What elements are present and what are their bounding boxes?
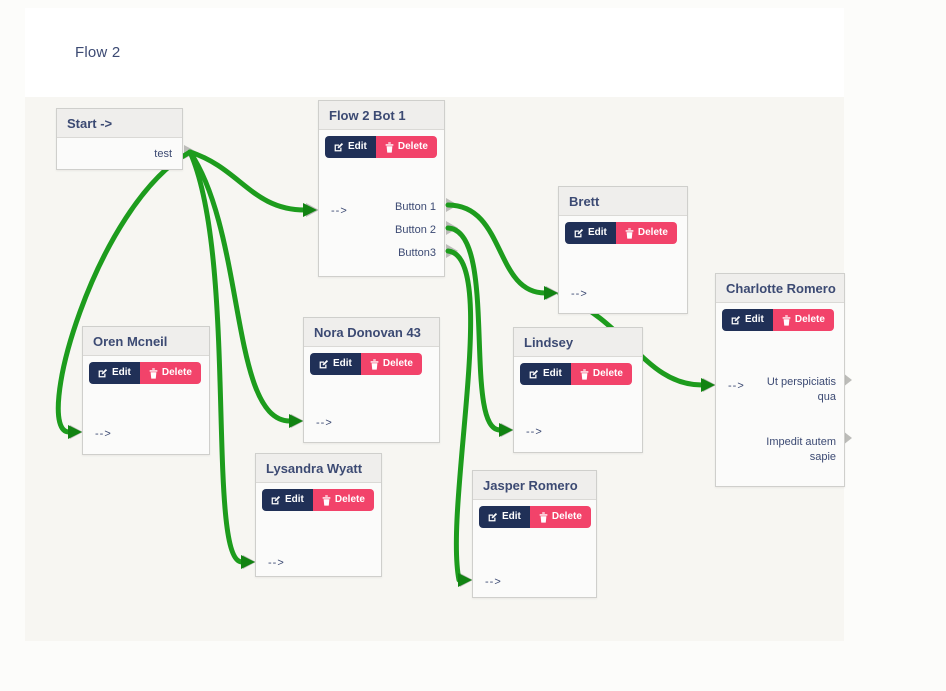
input-label: --> [331,205,348,217]
pencil-icon [98,368,108,378]
node-start[interactable]: Start -> test [56,108,183,170]
trash-icon [370,358,379,370]
node-jasper[interactable]: Jasper Romero Edit Delete --> [472,470,597,598]
trash-icon [782,314,791,326]
node-lysandra[interactable]: Lysandra Wyatt Edit Delete --> [255,453,382,577]
trash-icon [625,227,634,239]
node-jasper-title: Jasper Romero [473,471,596,500]
input-label: --> [571,288,588,300]
node-lindsey-title: Lindsey [514,328,642,357]
edit-button[interactable]: Edit [722,309,773,331]
pencil-icon [334,142,344,152]
node-oren-title: Oren Mcneil [83,327,209,356]
output-label-button1: Button 1 [395,201,436,213]
input-label: --> [728,380,745,392]
pencil-icon [529,369,539,379]
output-label-test: test [154,148,172,160]
edit-button[interactable]: Edit [262,489,313,511]
node-flow2bot1-title: Flow 2 Bot 1 [319,101,444,130]
trash-icon [322,494,331,506]
edit-button[interactable]: Edit [310,353,361,375]
node-nora[interactable]: Nora Donovan 43 Edit Delete --> [303,317,440,443]
delete-button[interactable]: Delete [360,353,422,375]
delete-button[interactable]: Delete [529,506,591,528]
node-nora-title: Nora Donovan 43 [304,318,439,347]
output-label-button3: Button3 [398,247,436,259]
pencil-icon [488,512,498,522]
pencil-icon [319,359,329,369]
flow-header-card: Flow 2 [25,8,844,97]
node-lysandra-title: Lysandra Wyatt [256,454,381,483]
delete-button[interactable]: Delete [139,362,201,384]
page-title: Flow 2 [75,44,121,61]
node-oren[interactable]: Oren Mcneil Edit Delete --> [82,326,210,455]
edit-button[interactable]: Edit [565,222,616,244]
input-label: --> [526,426,543,438]
output-label-button2: Button 2 [395,224,436,236]
pencil-icon [271,495,281,505]
input-label: --> [95,428,112,440]
node-brett-title: Brett [559,187,687,216]
trash-icon [580,368,589,380]
trash-icon [539,511,548,523]
input-label: --> [485,576,502,588]
trash-icon [385,141,394,153]
output-label-ut-perspiciatis: Ut perspiciatis qua [766,376,836,403]
edit-button[interactable]: Edit [520,363,571,385]
pencil-icon [574,228,584,238]
node-brett[interactable]: Brett Edit Delete --> [558,186,688,314]
delete-button[interactable]: Delete [312,489,374,511]
node-start-title: Start -> [57,109,182,138]
delete-button[interactable]: Delete [615,222,677,244]
pencil-icon [731,315,741,325]
delete-button[interactable]: Delete [772,309,834,331]
edit-button[interactable]: Edit [325,136,376,158]
trash-icon [149,367,158,379]
node-charlotte-title: Charlotte Romero [716,274,844,303]
input-label: --> [268,557,285,569]
delete-button[interactable]: Delete [375,136,437,158]
node-charlotte[interactable]: Charlotte Romero Edit Delete --> Ut pers… [715,273,845,487]
delete-button[interactable]: Delete [570,363,632,385]
node-lindsey[interactable]: Lindsey Edit Delete --> [513,327,643,453]
node-flow2bot1[interactable]: Flow 2 Bot 1 Edit Delete --> Button 1 Bu… [318,100,445,277]
input-label: --> [316,417,333,429]
edit-button[interactable]: Edit [89,362,140,384]
edit-button[interactable]: Edit [479,506,530,528]
output-label-impedit-autem: Impedit autem sapie [766,436,836,463]
